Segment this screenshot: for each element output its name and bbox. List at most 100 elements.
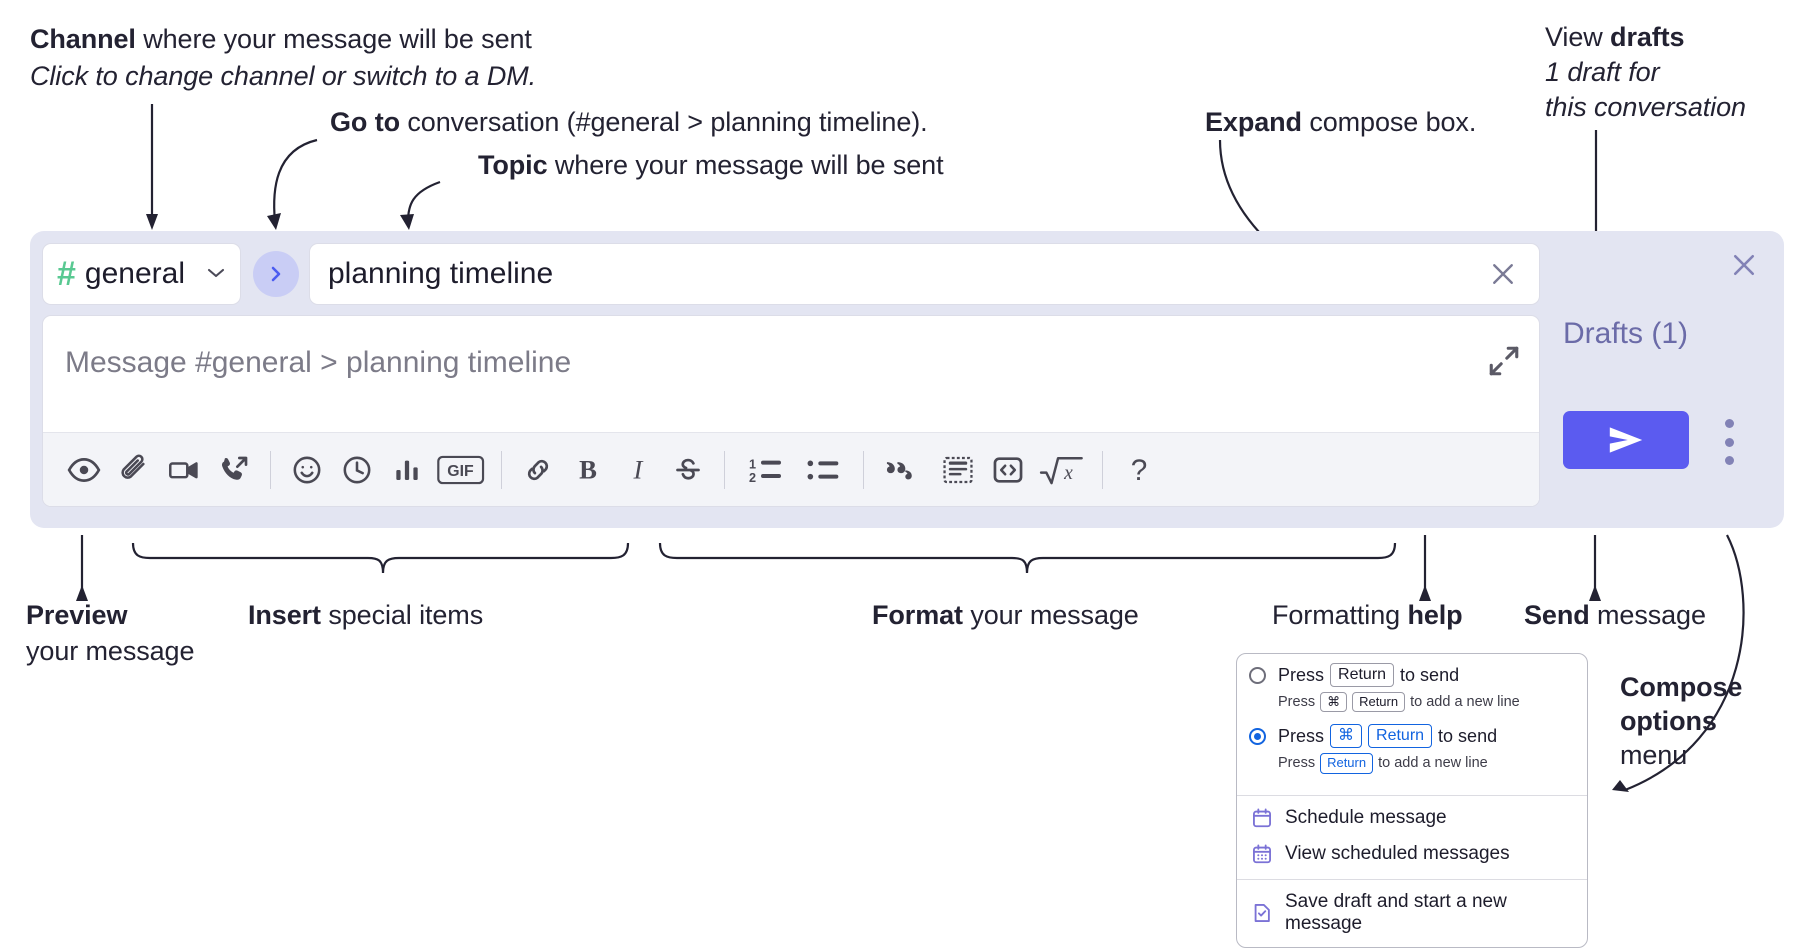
opt1-sub-key-return: Return [1352,692,1406,713]
message-placeholder: Message #general > planning timeline [65,346,572,379]
hash-icon: # [57,255,76,293]
topic-field[interactable]: planning timeline [309,243,1540,305]
compose-header-row: # general planning timeline [42,242,1540,306]
formatting-help-icon[interactable]: ? [1114,445,1164,495]
kebab-dot-1 [1724,419,1734,428]
opt1-key-return: Return [1330,663,1395,687]
clock-icon[interactable] [332,445,382,495]
annotation-help: Formatting help [1272,600,1463,632]
radio-return[interactable] [1249,667,1266,684]
blockquote-icon[interactable] [875,445,933,495]
annotation-topic: Topic where your message will be sent [478,150,944,182]
drafts-link[interactable]: Drafts (1) [1563,317,1689,350]
formatting-toolbar: GIF B I [43,432,1539,506]
annotation-topic-bold: Topic [478,150,548,180]
opt1-sub-key-cmd: ⌘ [1320,692,1348,713]
annotation-drafts-pre: View [1545,22,1611,52]
send-icon [1609,427,1643,453]
bold-icon[interactable]: B [563,445,613,495]
annotation-send-bold: Send [1524,600,1590,630]
menu-item-schedule-message[interactable]: Schedule message [1237,796,1587,836]
annotation-goto-bold: Go to [330,107,400,137]
annotation-send-rest: message [1589,600,1706,630]
annotation-help-pre: Formatting [1272,600,1408,630]
send-button[interactable] [1563,411,1689,469]
annotation-format-rest: your message [962,600,1139,630]
opt2-sub-key-return: Return [1320,753,1374,774]
annotation-insert-rest: special items [320,600,484,630]
svg-text:x: x [1063,463,1073,484]
menu-item-label: View scheduled messages [1285,842,1510,864]
svg-text:?: ? [1131,453,1148,486]
attachment-icon[interactable] [109,445,159,495]
annotation-expand-rest: compose box. [1301,107,1477,137]
annotation-preview: Preview your message [26,600,194,668]
toolbar-divider-1 [270,450,271,489]
chevron-right-icon [271,266,281,282]
annotation-format: Format your message [872,600,1139,632]
menu-item-label: Schedule message [1285,806,1447,828]
audio-clip-icon[interactable] [209,445,259,495]
svg-text:GIF: GIF [447,463,474,480]
radio-cmd-return[interactable] [1249,728,1266,746]
link-icon[interactable] [513,445,563,495]
annotation-compose-rest: menu [1620,739,1688,770]
expand-compose-icon[interactable] [1487,344,1521,378]
annotation-compose-bold2: options [1620,705,1717,736]
italic-icon[interactable]: I [613,445,663,495]
annotation-preview-bold: Preview [26,600,128,630]
annotation-drafts: View drafts 1 draft for this conversatio… [1545,22,1746,124]
opt2-key-cmd: ⌘ [1330,724,1363,749]
kebab-dot-2 [1724,437,1734,447]
compose-options-menu: Press Return to send Press ⌘ Return to a… [1236,653,1588,948]
toolbar-divider-4 [863,450,864,489]
annotation-expand-bold: Expand [1205,107,1302,137]
menu-divider-2 [1237,878,1587,880]
annotation-insert-bold: Insert [248,600,321,630]
compose-inner: # general planning timeline Message #gen… [42,242,1540,513]
close-icon[interactable] [1724,245,1764,285]
code-icon[interactable] [983,445,1033,495]
emoji-icon[interactable] [282,445,332,495]
annotation-help-bold: help [1407,600,1463,630]
opt1-sub: Press ⌘ Return to add a new line [1278,692,1575,713]
annotation-channel: Channel where your message will be sent … [30,24,536,93]
opt2-sub-press: Press [1278,755,1316,772]
bulleted-list-icon[interactable] [794,445,852,495]
menu-item-save-draft[interactable]: Save draft and start a new message [1237,880,1587,947]
ordered-list-icon[interactable]: 1 2 [736,445,794,495]
opt2-press: Press [1278,725,1325,746]
math-icon[interactable]: x [1033,445,1091,495]
send-option-cmd-return[interactable]: Press ⌘ Return to send [1237,722,1587,749]
poll-icon[interactable] [382,445,432,495]
message-compose-panel: Drafts (1) # general planning timeline [30,231,1784,528]
opt2-tail: to send [1438,725,1498,746]
svg-text:B: B [579,454,597,484]
annotation-compose-bold1: Compose [1620,672,1743,702]
opt1-sub-press: Press [1278,694,1316,711]
gif-icon[interactable]: GIF [432,445,490,495]
code-block-icon[interactable] [933,445,983,495]
opt1-sub-tail: to add a new line [1410,694,1520,711]
menu-item-view-scheduled[interactable]: View scheduled messages [1237,836,1587,872]
annotation-compose-options: Compose options menu [1620,672,1742,772]
send-option-return[interactable]: Press Return to send [1237,654,1587,687]
svg-text:1: 1 [749,457,756,471]
preview-icon[interactable] [59,445,109,495]
message-input[interactable]: Message #general > planning timeline [43,316,1539,432]
clear-topic-icon[interactable] [1483,254,1523,294]
compose-options-button[interactable] [1716,419,1742,465]
opt1-tail: to send [1400,664,1460,685]
toolbar-divider-3 [724,450,725,489]
annotation-send: Send message [1524,600,1706,632]
svg-text:2: 2 [749,471,756,485]
chevron-down-icon [206,263,226,285]
strikethrough-icon[interactable] [663,445,713,495]
annotation-channel-italic: Click to change channel or switch to a D… [30,60,537,91]
annotation-drafts-line2: 1 draft for [1545,56,1660,87]
goto-conversation-button[interactable] [253,251,299,297]
video-icon[interactable] [159,445,209,495]
annotation-expand: Expand compose box. [1205,107,1476,139]
annotation-insert: Insert special items [248,600,483,632]
channel-selector[interactable]: # general [42,243,241,305]
